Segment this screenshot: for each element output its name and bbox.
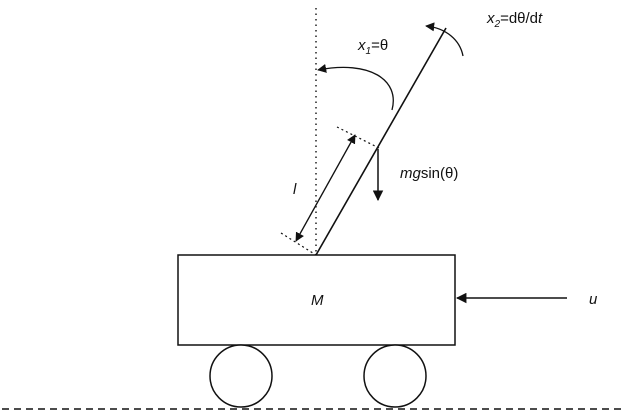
angle-label: x1=θ: [357, 37, 388, 57]
length-arrow: [295, 134, 356, 242]
length-label: l: [293, 181, 297, 198]
angle-arc: [317, 63, 394, 111]
left-wheel: [209, 344, 273, 408]
rate-sub: 2: [494, 19, 501, 30]
cart-body: [177, 254, 456, 346]
length-tick-top: [336, 126, 382, 150]
length-tick-bottom: [280, 232, 317, 256]
angle-sub: 1: [366, 46, 372, 57]
mass-label: M: [311, 292, 324, 309]
angle-var: x: [357, 37, 366, 54]
pendulum-rod: [315, 27, 447, 256]
angular-velocity-label: x2=dθ/dt: [486, 10, 543, 30]
rate-rhs: =dθ/d: [500, 10, 538, 27]
gravity-force-label: mgsin(θ): [400, 165, 458, 182]
rate-t: t: [538, 10, 543, 27]
rate-var: x: [486, 10, 495, 27]
right-wheel: [363, 344, 427, 408]
force-sin: sin(θ): [421, 165, 459, 182]
angular-velocity-arc: [425, 22, 464, 57]
input-label: u: [589, 291, 598, 308]
angle-rhs: =θ: [371, 37, 388, 54]
force-mg: mg: [400, 165, 421, 182]
